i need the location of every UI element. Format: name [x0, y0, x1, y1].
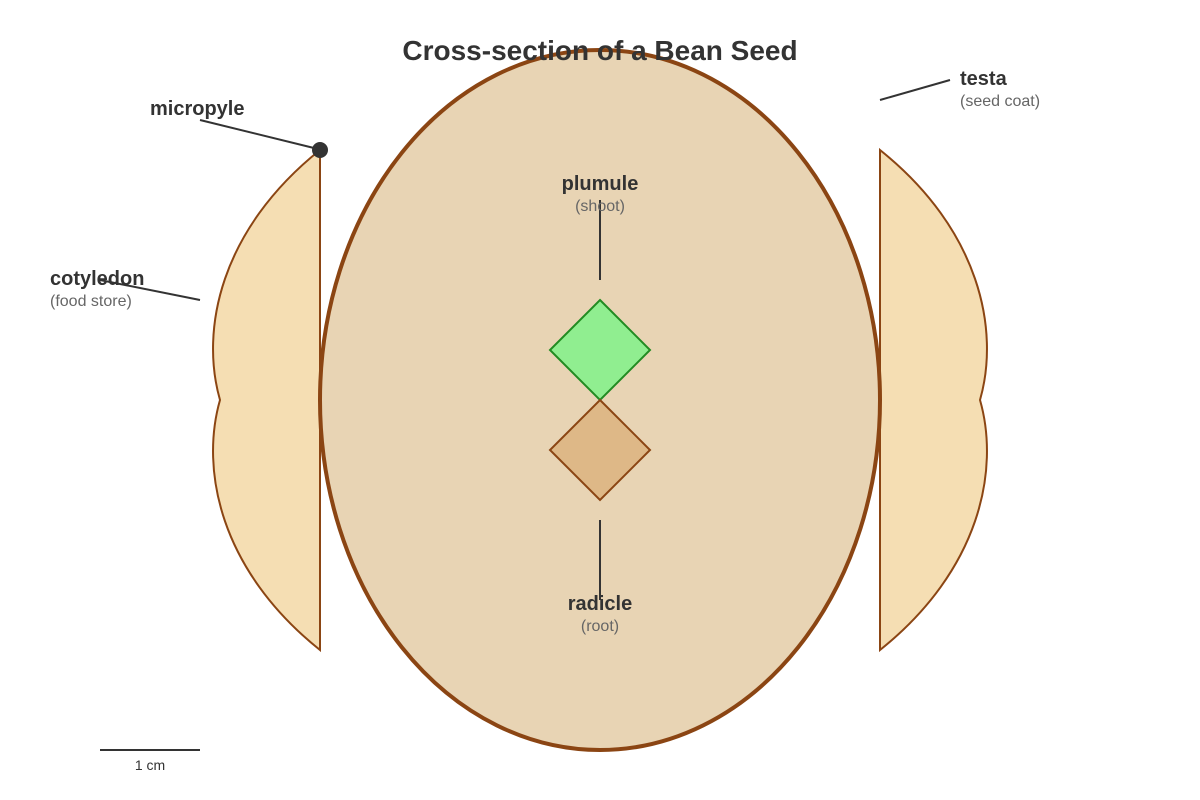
micropyle-dot [312, 142, 328, 158]
right-cotyledon [879, 147, 988, 653]
plumule-description: (shoot) [575, 198, 625, 215]
scale-bar-label: 1 cm [135, 757, 165, 773]
micropyle-leader-line [199, 119, 319, 150]
diagram-title: Cross-section of a Bean Seed [402, 35, 797, 66]
radicle-description: (root) [581, 618, 619, 635]
testa-label: testa [960, 68, 1008, 90]
testa-leader-line [879, 79, 951, 101]
radicle-label: radicle [568, 593, 632, 615]
radicle-shape [548, 398, 652, 502]
micropyle-label: micropyle [150, 98, 244, 120]
cotyledon-leader-line [99, 279, 201, 301]
cotyledon-label: cotyledon [50, 268, 144, 290]
left-cotyledon [212, 147, 321, 653]
testa-description: (seed coat) [960, 93, 1040, 110]
cotyledon-description: (food store) [50, 293, 132, 310]
plumule-label: plumule [562, 173, 639, 195]
